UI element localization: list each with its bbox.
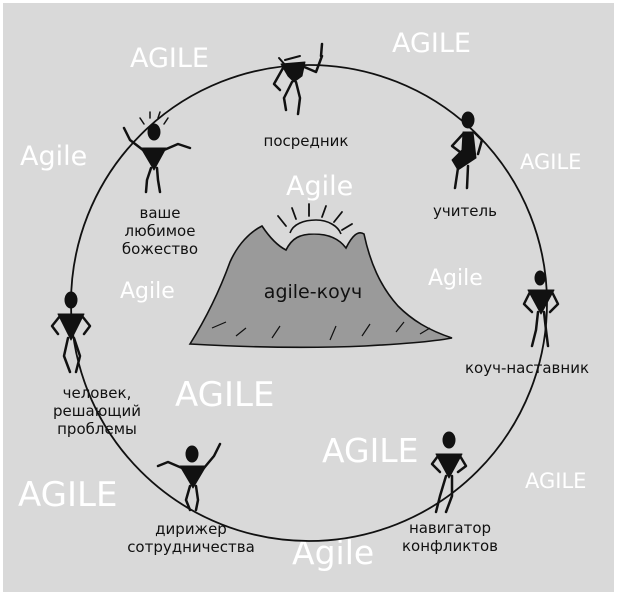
watermark-word: Agile — [428, 266, 483, 291]
teacher-figure — [450, 111, 484, 190]
watermark-word: AGILE — [525, 469, 587, 493]
role-label-collaboration-conductor: дирижер сотрудничества — [127, 520, 255, 556]
center-label: agile-коуч — [263, 281, 363, 303]
mediator-figure — [272, 42, 324, 116]
watermark-word: AGILE — [175, 375, 275, 415]
watermark-word: Agile — [120, 279, 175, 304]
role-label-mediator: посредник — [263, 132, 349, 150]
collaboration-conductor-figure — [156, 442, 222, 512]
mountain-illustration — [188, 203, 453, 349]
problem-solver-figure — [50, 291, 92, 374]
role-label-conflict-navigator: навигатор конфликтов — [401, 519, 499, 555]
watermark-word: AGILE — [130, 43, 209, 74]
conflict-navigator-figure — [430, 431, 468, 514]
beloved-deity-figure — [122, 111, 192, 194]
watermark-word: AGILE — [520, 150, 582, 174]
role-label-teacher: учитель — [433, 202, 497, 220]
role-label-beloved-deity: ваше любимое божество — [121, 204, 199, 258]
watermark-word: AGILE — [18, 475, 118, 515]
watermark-word: AGILE — [392, 28, 471, 59]
watermark-word: Agile — [20, 141, 88, 172]
coach-mentor-figure — [522, 270, 560, 348]
watermark-word: Agile — [286, 171, 354, 202]
role-label-problem-solver: человек, решающий проблемы — [53, 384, 141, 438]
watermark-word: AGILE — [322, 431, 419, 470]
role-label-coach-mentor: коуч-наставник — [464, 359, 590, 377]
